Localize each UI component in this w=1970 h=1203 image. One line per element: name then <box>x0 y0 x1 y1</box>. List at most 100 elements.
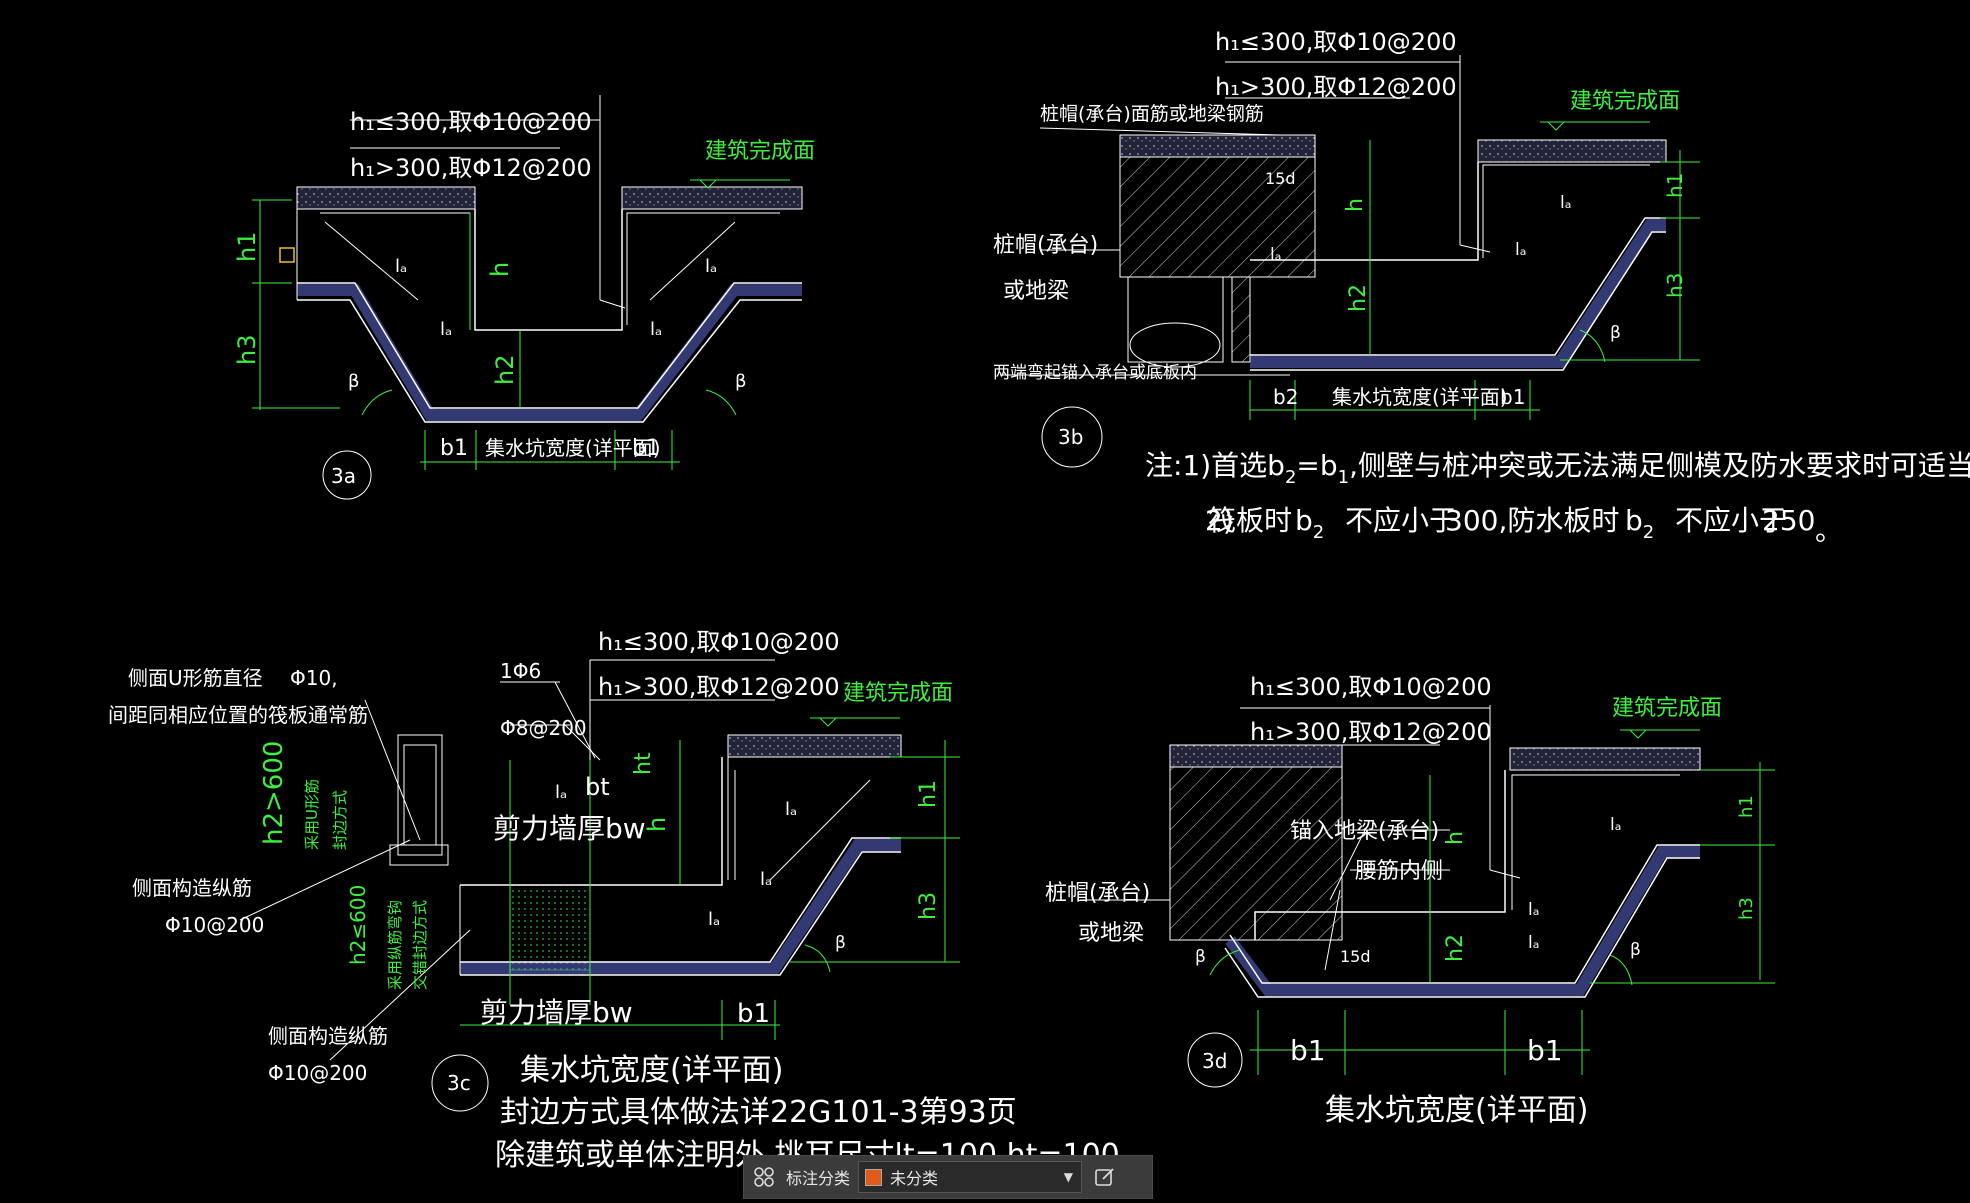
d3b-note2a: 筏板时 <box>1208 504 1292 537</box>
d3c-ht: ht <box>631 752 656 775</box>
d3b-width: 集水坑宽度(详平面) <box>1332 385 1508 409</box>
d3a-b1-left: b1 <box>440 436 468 461</box>
d3b-la-1: lₐ <box>1560 193 1571 213</box>
d3d-anchor2: 腰筋内侧 <box>1355 859 1443 884</box>
annotation-category-toolbar: 标注分类 未分类 ▼ <box>743 1155 1153 1199</box>
d3c-ref: 封边方式具体做法详22G101-3第93页 <box>500 1095 1017 1130</box>
d3d-anchor1: 锚入地梁(承台) <box>1290 819 1439 844</box>
d3c-h3: h3 <box>916 892 941 920</box>
d3d-beta-left: β <box>1195 947 1206 967</box>
d3c-vert1: 采用U形筋 <box>303 779 321 850</box>
d3c-beta: β <box>835 933 846 953</box>
d3a-width: 集水坑宽度(详平面) <box>485 436 661 460</box>
d3d-rebar1: h₁≤300,取Φ10@200 <box>1250 673 1492 701</box>
d3d-b1-right: b1 <box>1527 1034 1563 1067</box>
d3b-note2b: b2 <box>1295 504 1324 543</box>
d3c-finish-label: 建筑完成面 <box>843 681 953 706</box>
d3c-phi8: Φ8@200 <box>500 716 587 740</box>
category-color-swatch <box>865 1168 883 1186</box>
d3b-la-2: lₐ <box>1515 240 1526 260</box>
d3d-h3: h3 <box>1736 897 1757 920</box>
d3b-note2d: 300,防水板时 <box>1445 504 1619 537</box>
category-select-value: 未分类 <box>890 1169 939 1188</box>
d3d-15d: 15d <box>1340 947 1371 966</box>
d3a-h2: h2 <box>491 355 519 385</box>
d3d-h1: h1 <box>1736 795 1757 818</box>
d3c-h: h <box>643 817 671 832</box>
d3b-h2: h2 <box>1346 284 1371 312</box>
d3b-b1: b1 <box>1500 385 1525 409</box>
d3b-note2h: 。 <box>1815 514 1843 547</box>
d3c-vert3: 采用纵筋弯钩 <box>386 900 404 990</box>
d3a-la-4: lₐ <box>705 256 717 277</box>
d3b-note2c: 不应小于 <box>1345 504 1457 537</box>
d3b-finish-label: 建筑完成面 <box>1570 89 1680 114</box>
d3c-long1: 侧面构造纵筋 <box>132 876 252 900</box>
d3a-rebar2: h₁>300,取Φ12@200 <box>350 154 592 182</box>
d3a-la-2: lₐ <box>440 319 452 340</box>
d3d-beam: 或地梁 <box>1078 921 1144 946</box>
d3b-beta: β <box>1610 323 1621 343</box>
d3b-la-3: lₐ <box>1270 245 1281 265</box>
d3b-h3: h3 <box>1663 273 1687 298</box>
d3b-cap-top: 桩帽(承台)面筋或地梁钢筋 <box>1040 103 1264 125</box>
d3b-note2g: 250 <box>1762 504 1815 537</box>
annotation-category-label: 标注分类 <box>786 1169 851 1188</box>
d3d-h: h <box>1443 831 1468 845</box>
detail-3b: h₁≤300,取Φ10@200 h₁>300,取Φ12@200 建筑完成面 桩帽… <box>993 28 1970 547</box>
d3a-beta-right: β <box>735 371 747 392</box>
edit-icon[interactable] <box>1082 1155 1128 1199</box>
d3d-width: 集水坑宽度(详平面) <box>1325 1093 1588 1128</box>
d3b-anchor: 两端弯起锚入承台或底板内 <box>993 363 1197 383</box>
d3b-rebar1: h₁≤300,取Φ10@200 <box>1215 28 1457 56</box>
detail-3c: 侧面U形筋直径 Φ10, 间距同相应位置的筏板通常筋 h2>600 采用U形筋 … <box>108 628 1120 1173</box>
d3c-side-u1: 侧面U形筋直径 <box>128 666 263 690</box>
d3c-b1: b1 <box>737 999 770 1029</box>
d3c-shear2: 剪力墙厚bw <box>480 996 633 1029</box>
d3c-la-1: lₐ <box>785 799 797 820</box>
d3d-cap: 桩帽(承台) <box>1045 881 1150 906</box>
d3b-tag: 3b <box>1058 425 1083 449</box>
selection-grip[interactable] <box>279 247 295 263</box>
d3b-rebar2: h₁>300,取Φ12@200 <box>1215 73 1457 101</box>
d3a-h: h <box>486 262 514 277</box>
d3c-h1: h1 <box>916 780 941 808</box>
d3a-la-3: lₐ <box>650 319 662 340</box>
d3a-b1-right: b1 <box>632 436 660 461</box>
d3d-tag: 3d <box>1202 1049 1227 1073</box>
d3c-la-top: lₐ <box>555 782 567 803</box>
annotation-category-select[interactable]: 未分类 ▼ <box>858 1161 1083 1193</box>
d3d-rebar2: h₁>300,取Φ12@200 <box>1250 718 1492 746</box>
d3c-long2b: Φ10@200 <box>268 1061 367 1085</box>
d3d-la-3: lₐ <box>1528 933 1539 953</box>
d3d-la-1: lₐ <box>1610 815 1621 835</box>
d3d-la-2: lₐ <box>1528 900 1539 920</box>
d3b-h1: h1 <box>1663 173 1687 198</box>
d3c-la-3: lₐ <box>708 909 720 930</box>
d3a-finish-label: 建筑完成面 <box>705 139 815 164</box>
d3d-h2: h2 <box>1443 934 1468 962</box>
d3c-h2le: h2≤600 <box>346 885 370 965</box>
d3c-tag: 3c <box>447 1071 471 1095</box>
d3a-rebar1: h₁≤300,取Φ10@200 <box>350 108 592 136</box>
d3a-tag: 3a <box>331 464 356 488</box>
d3c-side-u1b: Φ10, <box>290 666 338 690</box>
d3c-rebar1: h₁≤300,取Φ10@200 <box>598 628 840 656</box>
d3b-note1: 注:1)首选b2=b1,侧壁与桩冲突或无法满足侧模及防水要求时可适当减小。 <box>1145 449 1970 488</box>
chevron-down-icon: ▼ <box>1063 1170 1074 1184</box>
d3c-shear1: 剪力墙厚bw <box>493 812 646 845</box>
d3c-side-u2: 间距同相应位置的筏板通常筋 <box>108 703 368 727</box>
d3b-note2e: b2 <box>1625 504 1654 543</box>
d3c-rebar2: h₁>300,取Φ12@200 <box>598 673 840 701</box>
d3d-b1-left: b1 <box>1290 1034 1326 1067</box>
d3a-beta-left: β <box>348 371 360 392</box>
d3d-beta-right: β <box>1630 940 1641 960</box>
d3d-finish-label: 建筑完成面 <box>1612 696 1722 721</box>
detail-3d: h₁≤300,取Φ10@200 h₁>300,取Φ12@200 建筑完成面 锚入… <box>1045 673 1775 1128</box>
d3c-1phi6: 1Φ6 <box>500 659 541 683</box>
d3b-15d: 15d <box>1265 169 1296 188</box>
d3a-h3: h3 <box>233 335 261 365</box>
grid-icon[interactable] <box>744 1155 784 1199</box>
d3c-vert2: 封边方式 <box>331 790 349 850</box>
